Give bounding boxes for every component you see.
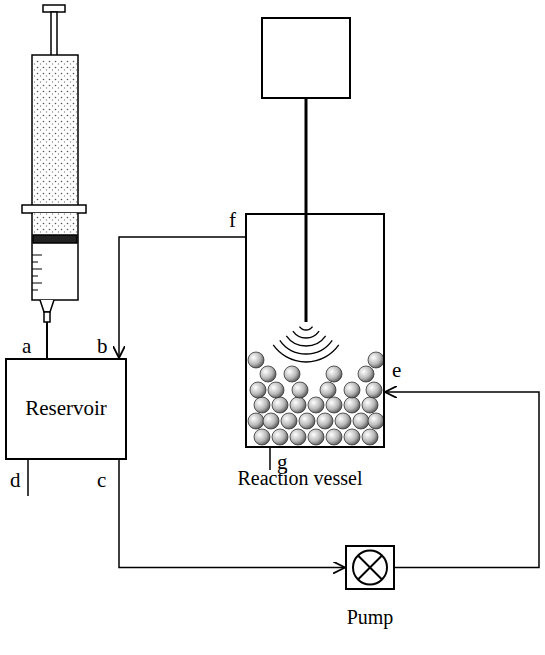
pump-box: Pump: [345, 545, 395, 590]
reaction-vessel: Reaction vessel: [245, 213, 385, 448]
port-label: e: [392, 360, 401, 381]
node-label: Pump: [347, 606, 394, 628]
node-label: Reaction vessel: [238, 467, 363, 489]
outlet-g: [269, 448, 271, 470]
flow-line: [385, 392, 539, 568]
syringe: [22, 5, 86, 358]
flow-line: [119, 237, 245, 358]
port-label: a: [22, 336, 31, 357]
pump-symbol: [347, 547, 393, 588]
port-label: d: [10, 470, 21, 491]
port-label: g: [277, 452, 288, 473]
port-label: f: [229, 210, 236, 231]
horn-rod: [305, 98, 308, 322]
horn-driver: [262, 18, 350, 98]
reservoir-box: Reservoir: [5, 358, 127, 460]
bead-bed: [248, 352, 384, 445]
ultrasonic-waves: [273, 327, 339, 362]
port-label: c: [97, 470, 106, 491]
node-label: Reservoir: [25, 397, 107, 420]
port-label: b: [97, 336, 108, 357]
outlet-d: [27, 460, 29, 496]
